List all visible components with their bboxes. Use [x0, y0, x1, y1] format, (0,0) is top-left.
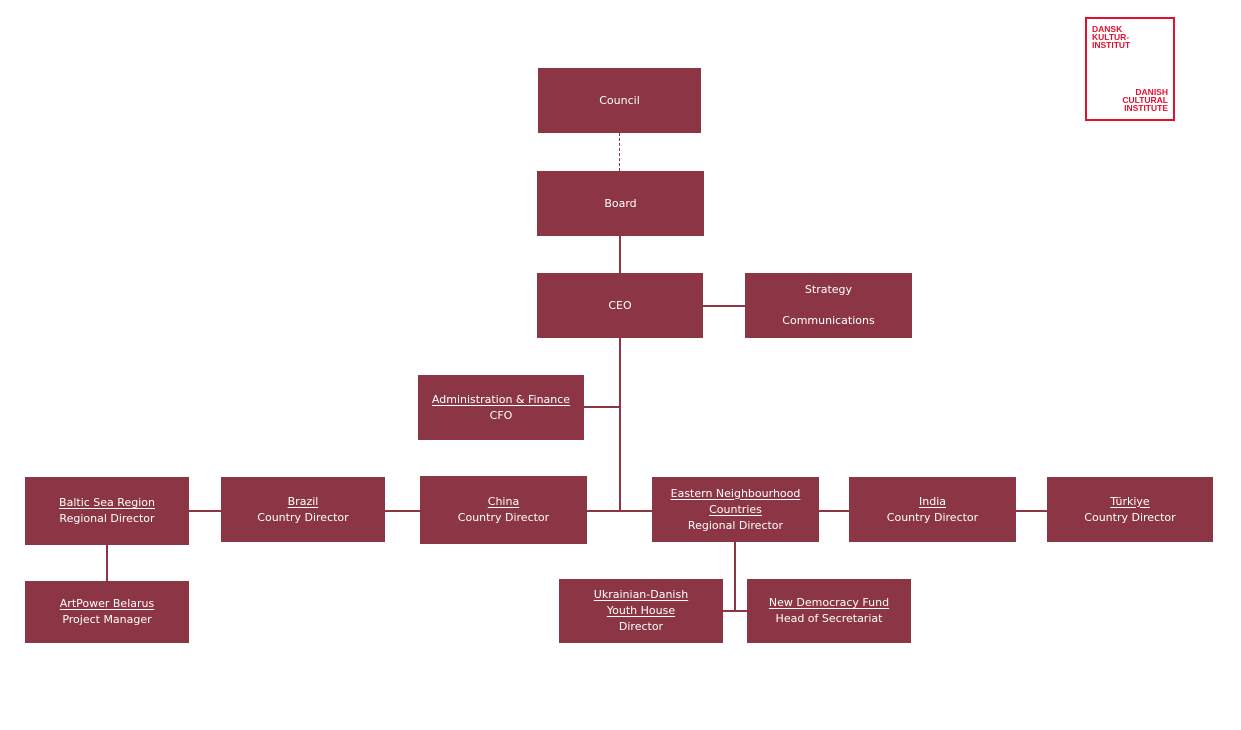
artpower-box[interactable]: ArtPower Belarus Project Manager [25, 581, 189, 643]
china-role: Country Director [457, 511, 550, 524]
logo-line: DANISH [1135, 87, 1168, 97]
regional-horizontal-connector [189, 510, 1047, 512]
china-link[interactable]: China [487, 495, 520, 508]
admin-box[interactable]: Administration & Finance CFO [418, 375, 584, 440]
india-role: Country Director [886, 510, 979, 524]
india-link[interactable]: India [919, 494, 946, 508]
turkiye-role: Country Director [1084, 510, 1176, 524]
admin-connector [584, 406, 620, 408]
board-label: Board [604, 196, 637, 210]
baltic-role: Regional Director [59, 512, 155, 525]
baltic-artpower-connector [106, 545, 108, 581]
democracy-role: Head of Secretariat [775, 612, 883, 625]
ceo-vertical-connector [619, 338, 621, 511]
danish-cultural-institute-logo: DANSK KULTUR- INSTITUT DANISH CULTURAL I… [1085, 17, 1175, 121]
eastern-vertical-connector [734, 542, 736, 611]
council-box[interactable]: Council [538, 68, 701, 133]
logo-danish-text: DANSK KULTUR- INSTITUT [1092, 24, 1162, 50]
turkiye-box[interactable]: Türkiye Country Director [1047, 477, 1213, 542]
logo-english-text: DANISH CULTURAL INSTITUTE [1098, 87, 1168, 113]
ukrainian-link-line1[interactable]: Ukrainian-Danish [593, 588, 689, 601]
china-box[interactable]: China Country Director [420, 476, 587, 544]
logo-line: INSTITUTE [1124, 103, 1168, 113]
council-board-dotted-connector [619, 133, 620, 171]
eastern-link-line2[interactable]: Countries [709, 502, 762, 516]
brazil-role: Country Director [257, 510, 349, 524]
logo-line: KULTUR- [1092, 32, 1130, 42]
eastern-link-line1[interactable]: Eastern Neighbourhood [670, 486, 801, 500]
eastern-subunits-connector [723, 610, 747, 612]
brazil-link[interactable]: Brazil [287, 494, 319, 508]
baltic-link[interactable]: Baltic Sea Region [59, 496, 155, 509]
artpower-link[interactable]: ArtPower Belarus [59, 597, 155, 610]
india-box[interactable]: India Country Director [849, 477, 1016, 542]
democracy-link[interactable]: New Democracy Fund [768, 596, 890, 609]
ceo-label: CEO [608, 298, 632, 312]
board-ceo-connector [619, 236, 621, 273]
logo-line: CULTURAL [1122, 95, 1168, 105]
logo-line: DANSK [1092, 24, 1123, 34]
ukrainian-box[interactable]: Ukrainian-Danish Youth House Director [559, 579, 723, 643]
eastern-role: Regional Director [687, 518, 784, 532]
board-box[interactable]: Board [537, 171, 704, 236]
ceo-box[interactable]: CEO [537, 273, 703, 338]
democracy-box[interactable]: New Democracy Fund Head of Secretariat [747, 579, 911, 643]
turkiye-link[interactable]: Türkiye [1110, 494, 1150, 508]
ukrainian-role: Director [618, 620, 664, 633]
logo-line: INSTITUT [1092, 40, 1131, 50]
strategy-label: Strategy [804, 283, 853, 296]
eastern-box[interactable]: Eastern Neighbourhood Countries Regional… [652, 477, 819, 542]
admin-link[interactable]: Administration & Finance [431, 392, 571, 406]
ceo-strategy-connector [703, 305, 745, 307]
artpower-role: Project Manager [62, 613, 152, 626]
communications-label: Communications [782, 314, 875, 327]
council-label: Council [599, 93, 640, 107]
baltic-box[interactable]: Baltic Sea Region Regional Director [25, 477, 189, 545]
brazil-box[interactable]: Brazil Country Director [221, 477, 385, 542]
strategy-box[interactable]: Strategy Communications [745, 273, 912, 338]
admin-role: CFO [489, 408, 513, 422]
ukrainian-link-line2[interactable]: Youth House [606, 604, 676, 617]
